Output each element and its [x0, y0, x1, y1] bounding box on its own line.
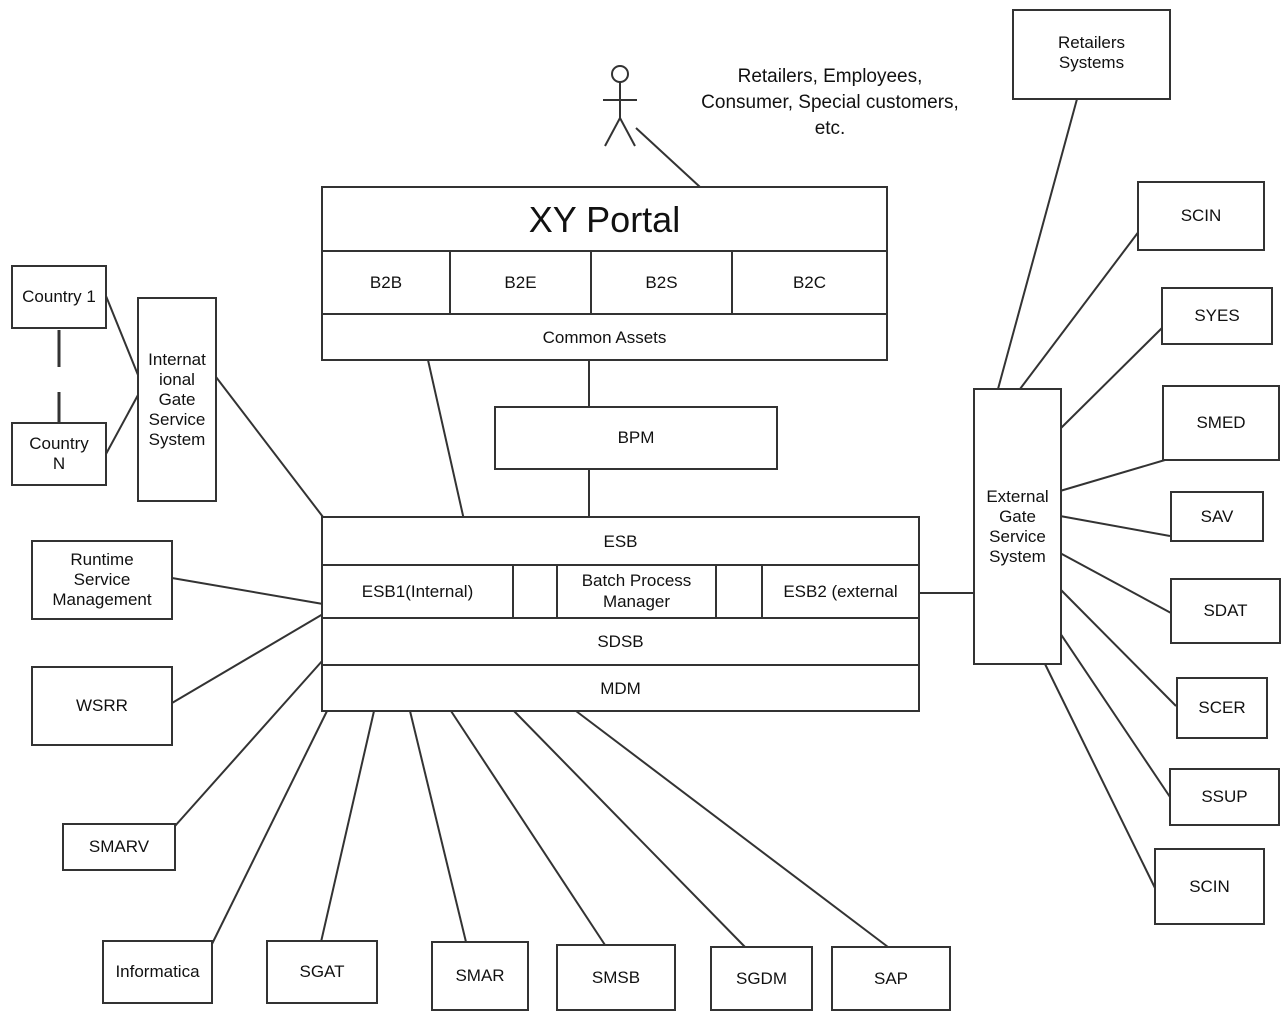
smarv-box[interactable]: SMARV — [62, 823, 176, 871]
portal-box[interactable]: XY Portal B2B B2E B2S B2C Common Assets — [321, 186, 888, 361]
batch-line: Batch Process — [581, 571, 692, 590]
connector-sgdm-esb — [513, 710, 746, 948]
retailers-systems-box[interactable]: Retailers Systems — [1012, 9, 1171, 100]
portal-divider — [323, 250, 886, 252]
connector-wsrr-esb — [171, 613, 324, 704]
channel-b2s[interactable]: B2S — [645, 272, 678, 292]
mdm[interactable]: MDM — [600, 678, 641, 698]
connector-sgat-esb — [320, 710, 375, 943]
batch-process-manager[interactable]: Batch Process Manager — [558, 566, 715, 616]
actor-note-line: etc. — [814, 118, 846, 139]
intl-gate-line: Service — [148, 409, 206, 429]
country-n-box[interactable]: Country N — [11, 422, 107, 486]
channel-b2b[interactable]: B2B — [369, 272, 403, 292]
scin-bottom-box[interactable]: SCIN — [1154, 848, 1265, 925]
scin-top-box[interactable]: SCIN — [1137, 181, 1265, 251]
sgat-box[interactable]: SGAT — [266, 940, 378, 1004]
runtime-service-management-box[interactable]: Runtime Service Management — [31, 540, 173, 620]
batch-line: Manager — [602, 592, 671, 611]
connector-smar-esb — [409, 710, 467, 943]
sav-box[interactable]: SAV — [1170, 491, 1264, 542]
wsrr-box[interactable]: WSRR — [31, 666, 173, 746]
retailers-line: Systems — [1058, 53, 1125, 72]
connector-sap-esb — [575, 710, 889, 948]
portal-title: XY Portal — [528, 198, 681, 240]
actor-note-line: Consumer, Special customers, — [701, 92, 959, 113]
common-assets[interactable]: Common Assets — [542, 327, 667, 347]
esb-divider — [323, 564, 918, 566]
connector-country1-gate — [105, 295, 139, 376]
esb-divider — [323, 664, 918, 666]
esb-internal[interactable]: ESB1(Internal) — [361, 581, 474, 601]
channel-divider — [449, 252, 451, 314]
connector-scin-top-extgate — [1019, 209, 1156, 390]
ssup-box[interactable]: SSUP — [1169, 768, 1280, 826]
channel-divider — [731, 252, 733, 314]
country-n-line: Country — [29, 434, 89, 453]
esb-divider — [715, 566, 717, 617]
actor-note: Retailers, Employees, Consumer, Special … — [670, 64, 990, 142]
ext-gate-line: External — [986, 486, 1049, 506]
intl-gate-line: Gate — [158, 389, 196, 409]
country-1-box[interactable]: Country 1 — [11, 265, 107, 329]
intl-gate-line: Internat — [148, 349, 206, 369]
connector-ssup-extgate — [1059, 632, 1171, 798]
connector-informatica-esb — [211, 710, 328, 945]
connector-runtime-esb — [171, 577, 324, 605]
connector-actor-portal — [635, 127, 701, 188]
esb-box[interactable]: ESB ESB1(Internal) Batch Process Manager… — [321, 516, 920, 712]
actor-head — [611, 65, 629, 83]
channel-divider — [590, 252, 592, 314]
intl-gate-line: System — [148, 429, 206, 449]
retailers-line: Retailers — [1057, 33, 1126, 52]
runtime-line: Management — [52, 590, 152, 609]
sap-box[interactable]: SAP — [831, 946, 951, 1011]
connector-smed-extgate — [1059, 459, 1166, 492]
ext-gate-line: System — [989, 546, 1046, 566]
connector-scin-bottom-extgate — [1044, 663, 1156, 889]
smed-box[interactable]: SMED — [1162, 385, 1280, 461]
esb-external[interactable]: ESB2 (external — [783, 581, 898, 601]
connector-smsb-esb — [450, 710, 606, 946]
bpm-box[interactable]: BPM — [494, 406, 778, 470]
smar-box[interactable]: SMAR — [431, 941, 529, 1011]
connector-sdat-extgate — [1059, 552, 1172, 614]
actor-note-line: Retailers, Employees, — [737, 66, 923, 87]
esb-divider — [556, 566, 558, 617]
sgdm-box[interactable]: SGDM — [710, 946, 813, 1011]
connector-retailers-extgate — [997, 98, 1078, 390]
sdsb[interactable]: SDSB — [597, 631, 644, 651]
esb-divider — [512, 566, 514, 617]
external-gate-box[interactable]: External Gate Service System — [973, 388, 1062, 665]
connector-countryN-gate — [105, 394, 139, 455]
connector-scer-extgate — [1059, 588, 1177, 707]
connector-intlgate-esb — [215, 376, 324, 518]
informatica-box[interactable]: Informatica — [102, 940, 213, 1004]
intl-gate-line: ional — [159, 369, 195, 389]
esb-divider — [323, 617, 918, 619]
actor-leg-left — [604, 117, 621, 147]
connector-syes-extgate — [1059, 327, 1163, 430]
actor-leg-right — [619, 117, 636, 147]
runtime-line: Runtime — [70, 550, 134, 569]
runtime-line: Service — [73, 570, 131, 589]
ext-gate-line: Gate — [999, 506, 1036, 526]
esb-divider — [761, 566, 763, 617]
channel-b2c[interactable]: B2C — [792, 272, 827, 292]
connector-smarv-esb — [174, 659, 324, 827]
smsb-box[interactable]: SMSB — [556, 944, 676, 1011]
syes-box[interactable]: SYES — [1161, 287, 1273, 345]
esb-title: ESB — [603, 531, 638, 551]
international-gate-box[interactable]: Internat ional Gate Service System — [137, 297, 217, 502]
connector-sav-extgate — [1059, 515, 1171, 537]
connector-portal-esb — [427, 359, 465, 521]
channel-b2e[interactable]: B2E — [504, 272, 537, 292]
sdat-box[interactable]: SDAT — [1170, 578, 1281, 644]
country-n-line: N — [52, 454, 66, 473]
ext-gate-line: Service — [989, 526, 1046, 546]
scer-box[interactable]: SCER — [1176, 677, 1268, 739]
portal-divider — [323, 313, 886, 315]
